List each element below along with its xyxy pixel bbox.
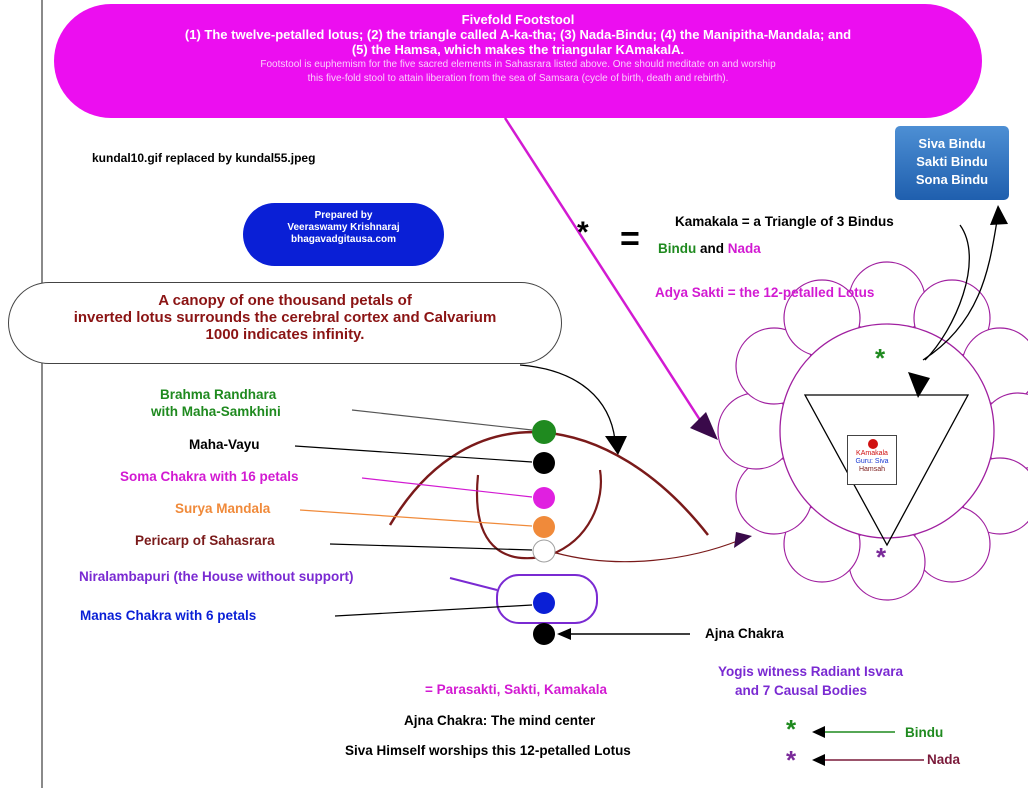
banner-line-1: (1) The twelve-petalled lotus; (2) the t… xyxy=(184,27,852,42)
surya-mandala-label: Surya Mandala xyxy=(175,501,271,516)
manas-chakra-label: Manas Chakra with 6 petals xyxy=(80,608,257,623)
banner-arrowhead xyxy=(690,412,718,440)
pericarp-dot xyxy=(532,539,556,563)
banner-line-2: (5) the Hamsa, which makes the triangula… xyxy=(351,42,685,57)
bindus-arrowhead xyxy=(990,205,1008,225)
kamakala-inner-box: KAmakala Guru: Siva Hamsah xyxy=(847,435,897,485)
niralamba-leader xyxy=(449,577,498,591)
niralambapuri-label: Niralambapuri (the House without support… xyxy=(79,569,354,584)
red-bindu-dot xyxy=(868,439,878,449)
niralambapuri-box xyxy=(496,574,598,624)
brahma-randhara-label-2: with Maha-Samkhini xyxy=(151,404,281,419)
soma-chakra-dot xyxy=(533,487,555,509)
banner-to-lotus-arrow xyxy=(503,117,702,421)
left-border-line xyxy=(41,0,43,788)
yogis-label-2: and 7 Causal Bodies xyxy=(735,683,868,698)
canopy-line-3: 1000 indicates infinity. xyxy=(205,326,365,343)
siva-bindu-label: Siva Bindu xyxy=(918,136,986,151)
banner-title: Fivefold Footstool xyxy=(461,12,575,27)
siva-worships-label: Siva Himself worships this 12-petalled L… xyxy=(345,743,631,758)
parasakti-label: = Parasakti, Sakti, Kamakala xyxy=(425,682,607,697)
maha-vayu-label: Maha-Vayu xyxy=(189,437,260,452)
pericarp-label: Pericarp of Sahasrara xyxy=(135,533,275,548)
manas-chakra-dot xyxy=(533,592,555,614)
equation-star-icon: * xyxy=(577,216,589,249)
bindus-box: Siva Bindu Sakti Bindu Sona Bindu xyxy=(895,126,1009,200)
inner-label-3: Hamsah xyxy=(858,466,886,473)
pericarp-arrowhead xyxy=(734,532,752,548)
sakti-bindu-label: Sakti Bindu xyxy=(916,154,988,169)
ajna-chakra-label: Ajna Chakra xyxy=(705,626,784,641)
soma-leader xyxy=(361,477,533,498)
prepared-line-1: Prepared by xyxy=(314,210,373,221)
ajna-chakra-dot xyxy=(533,623,555,645)
equals-sign: = xyxy=(620,220,640,258)
maha-vayu-dot xyxy=(533,452,555,474)
canopy-arrowhead xyxy=(605,436,627,455)
and-word: and xyxy=(700,241,725,256)
yogis-label-1: Yogis witness Radiant Isvara xyxy=(718,664,904,679)
legend-bindu-label: Bindu xyxy=(905,725,944,740)
legend-nada-star-icon: * xyxy=(786,745,797,775)
bindu-word: Bindu xyxy=(658,241,697,256)
canopy-line-2: inverted lotus surrounds the cerebral co… xyxy=(73,309,497,326)
manas-leader xyxy=(334,604,533,617)
legend-bindu-arrowhead xyxy=(812,726,825,738)
canopy-arrow xyxy=(519,364,616,441)
maha-vayu-leader xyxy=(294,445,533,463)
pericarp-to-lotus-arrow xyxy=(555,539,741,563)
inner-label-1: KAmakala xyxy=(856,450,888,457)
lotus-center-disc xyxy=(779,323,995,539)
soma-chakra-label: Soma Chakra with 16 petals xyxy=(120,469,299,484)
bindu-and-nada: Bindu and Nada xyxy=(658,241,761,257)
legend-bindu-star-icon: * xyxy=(786,714,797,744)
kamakala-arrowhead xyxy=(908,372,930,398)
prepared-line-3: bhagavadgitausa.com xyxy=(290,234,397,245)
brahma-randhara-label-1: Brahma Randhara xyxy=(160,387,277,402)
lotus-bottom-star-icon: * xyxy=(876,542,887,572)
brahma-leader xyxy=(351,409,533,431)
lotus-to-bindus-curve xyxy=(922,214,999,361)
surya-mandala-dot xyxy=(533,516,555,538)
kamakala-triangle xyxy=(803,394,970,547)
banner-note-1: Footstool is euphemism for the five sacr… xyxy=(260,59,776,70)
adya-sakti-label: Adya Sakti = the 12-petalled Lotus xyxy=(655,285,875,300)
banner-note-2: this five-fold stool to attain liberatio… xyxy=(307,73,729,84)
fivefold-footstool-banner: Fivefold Footstool (1) The twelve-petall… xyxy=(54,4,982,118)
lotus-top-star-icon: * xyxy=(875,343,886,373)
pericarp-leader xyxy=(329,543,533,551)
legend-nada-label: Nada xyxy=(927,752,961,767)
mind-center-label: Ajna Chakra: The mind center xyxy=(404,713,596,728)
prepared-by-badge: Prepared by Veeraswamy Krishnaraj bhagav… xyxy=(243,203,444,266)
canopy-callout: A canopy of one thousand petals of inver… xyxy=(8,282,562,364)
inner-label-2: Guru: Siva xyxy=(855,458,889,465)
canopy-line-1: A canopy of one thousand petals of xyxy=(158,292,412,309)
ajna-arrowhead xyxy=(557,628,571,640)
prepared-line-2: Veeraswamy Krishnaraj xyxy=(287,222,400,233)
kamakala-curve-arrow xyxy=(924,224,970,361)
brahma-randhara-dot xyxy=(532,420,556,444)
legend-nada-arrowhead xyxy=(812,754,825,766)
surya-leader xyxy=(299,509,533,527)
replaced-note: kundal10.gif replaced by kundal55.jpeg xyxy=(92,151,316,165)
nada-word: Nada xyxy=(727,241,761,256)
kamakala-definition: Kamakala = a Triangle of 3 Bindus xyxy=(675,214,894,229)
sona-bindu-label: Sona Bindu xyxy=(915,172,989,187)
